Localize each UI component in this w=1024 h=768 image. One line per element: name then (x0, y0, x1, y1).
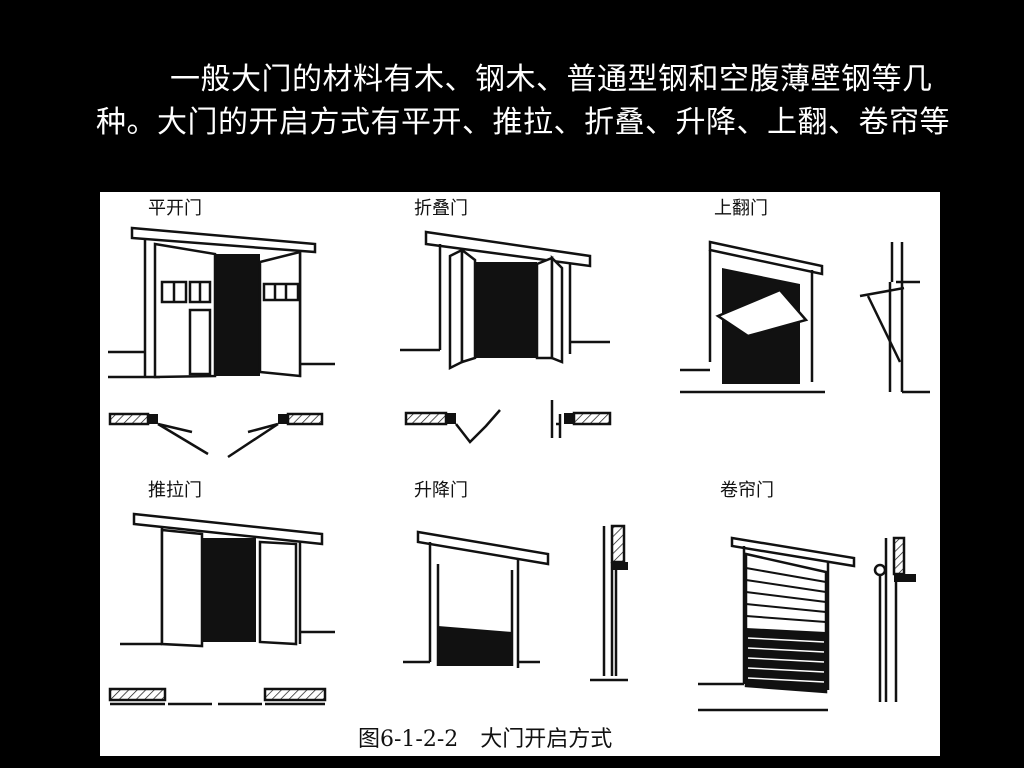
swing-door-illustration: 平开门 (108, 198, 335, 459)
up-over-door-label: 上翻门 (714, 198, 768, 219)
up-over-door-illustration: 上翻门 (680, 198, 930, 394)
figure-caption: 图6-1-2-2 大门开启方式 (358, 727, 612, 752)
slide-paragraph-text: 一般大门的材料有木、钢木、普通型钢和空腹薄壁钢等几种。大门的开启方式有平开、推拉… (96, 62, 950, 140)
door-types-drawing: 平开门 折叠门 (108, 198, 930, 752)
sliding-door-label: 推拉门 (148, 480, 202, 501)
door-types-figure: 平开门 折叠门 (100, 192, 940, 756)
rolling-shutter-door-label: 卷帘门 (720, 480, 774, 501)
slide-paragraph: 一般大门的材料有木、钢木、普通型钢和空腹薄壁钢等几种。大门的开启方式有平开、推拉… (96, 58, 956, 144)
rolling-shutter-door-illustration: 卷帘门 (698, 480, 916, 712)
folding-door-illustration: 折叠门 (400, 198, 612, 444)
folding-door-label: 折叠门 (414, 198, 468, 219)
lift-door-illustration: 升降门 (403, 480, 628, 682)
sliding-door-illustration: 推拉门 (108, 480, 335, 706)
lift-door-label: 升降门 (414, 480, 468, 501)
swing-door-label: 平开门 (148, 198, 202, 219)
